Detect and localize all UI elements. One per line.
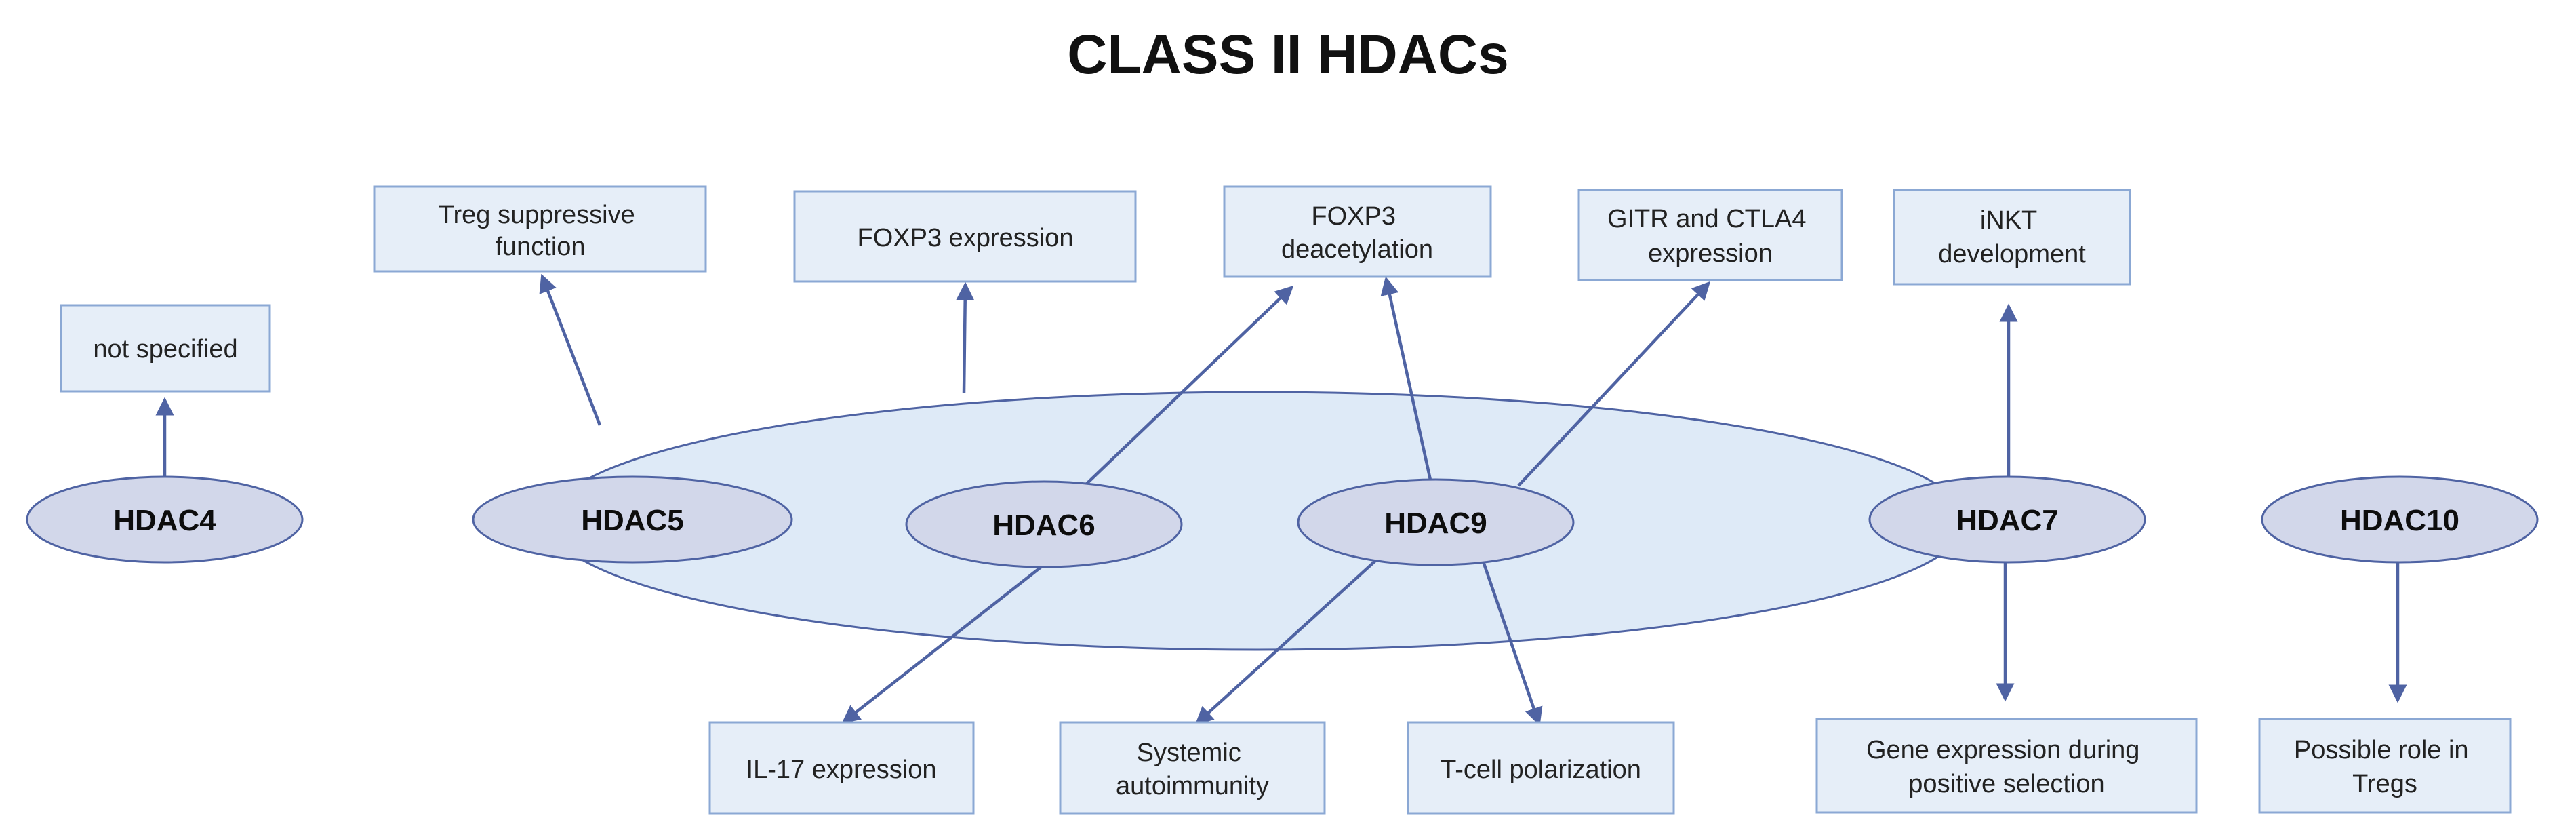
node-hdac4: HDAC4 [26, 475, 304, 564]
box-possible-role: Possible role in Tregs [2258, 718, 2512, 814]
node-hdac7: HDAC7 [1868, 475, 2146, 564]
node-hdac4-label: HDAC4 [113, 504, 216, 537]
edge-hdac6-foxp3-deacetylation [1083, 285, 1294, 487]
box-tcell-polarization-line-1: T-cell polarization [1441, 756, 1641, 784]
svg-text:Treg suppressive functio: Treg suppressive function [439, 201, 643, 261]
svg-text:not specified: not specified [93, 335, 237, 364]
edge-hdac9-systemic-autoimmunity [1194, 558, 1378, 726]
box-inkt-line-1: iNKT [1980, 206, 2037, 235]
box-inkt: iNKT development [1893, 189, 2131, 286]
box-gitr-ctla4: GITR and CTLA4 expression [1577, 189, 1843, 281]
box-treg-suppressive-line-1: Treg suppressive [439, 201, 635, 229]
svg-text:T-cell polarization: T-cell polarization [1441, 756, 1641, 784]
node-hdac6: HDAC6 [905, 480, 1183, 568]
box-inkt-line-2: development [1938, 240, 2086, 269]
box-systemic-autoimmunity: Systemic autoimmunity [1059, 721, 1326, 815]
node-hdac5-label: HDAC5 [581, 504, 684, 537]
edge-group-foxp3-expression [956, 281, 975, 394]
box-systemic-autoimmunity-line-2: autoimmunity [1116, 772, 1269, 800]
box-systemic-autoimmunity-line-1: Systemic [1137, 739, 1241, 767]
box-tcell-polarization: T-cell polarization [1407, 721, 1675, 815]
node-hdac7-label: HDAC7 [1956, 504, 2059, 537]
svg-text:iNKT development: iNKT development [1938, 206, 2086, 269]
box-possible-role-line-1: Possible role in [2294, 736, 2469, 764]
edge-group-treg-suppressive [539, 273, 602, 426]
box-not-specified-line-1: not specified [93, 335, 237, 364]
diagram-title: CLASS II HDACs [1067, 24, 1509, 85]
box-foxp3-deacetylation-line-1: FOXP3 [1311, 202, 1396, 231]
box-possible-role-line-2: Tregs [2352, 770, 2417, 798]
box-treg-suppressive-line-2: function [495, 233, 585, 261]
box-foxp3-expression-line-1: FOXP3 expression [858, 224, 1074, 252]
node-hdac9-label: HDAC9 [1384, 507, 1487, 540]
box-not-specified: not specified [60, 304, 271, 393]
box-gene-expression: Gene expression during positive selectio… [1815, 718, 2198, 814]
box-il17-line-1: IL-17 expression [746, 756, 937, 784]
box-gitr-ctla4-line-2: expression [1648, 239, 1773, 268]
node-hdac10: HDAC10 [2261, 475, 2539, 564]
svg-text:Systemic autoimmunity: Systemic autoimmunity [1116, 739, 1269, 800]
box-gene-expression-line-2: positive selection [1908, 770, 2104, 798]
node-hdac5: HDAC5 [472, 475, 793, 564]
svg-text:Possible role in Tregs: Possible role in Tregs [2294, 736, 2476, 798]
box-gene-expression-line-1: Gene expression during [1866, 736, 2139, 764]
box-foxp3-expression: FOXP3 expression [793, 190, 1137, 283]
edge-hdac9-gitr-ctla4 [1517, 281, 1711, 487]
box-foxp3-deacetylation-line-2: deacetylation [1281, 235, 1433, 264]
box-foxp3-deacetylation: FOXP3 deacetylation [1223, 185, 1492, 278]
node-hdac9: HDAC9 [1297, 478, 1575, 566]
edges [155, 273, 2407, 726]
svg-text:Gene expression during p: Gene expression during positive selectio… [1866, 736, 2147, 798]
edge-hdac9-tcell-polarization [1481, 561, 1543, 726]
edge-hdac6-il17 [841, 565, 1043, 724]
box-il17: IL-17 expression [708, 721, 975, 815]
node-hdac10-label: HDAC10 [2340, 504, 2459, 537]
edge-hdac9-foxp3-deacetylation [1380, 276, 1433, 484]
svg-text:GITR and CTLA4 expressio: GITR and CTLA4 expression [1607, 205, 1813, 268]
svg-text:FOXP3 expression: FOXP3 expression [858, 224, 1074, 252]
box-treg-suppressive: Treg suppressive function [373, 185, 707, 273]
svg-text:FOXP3 deacetylation: FOXP3 deacetylation [1281, 202, 1433, 264]
box-gitr-ctla4-line-1: GITR and CTLA4 [1607, 205, 1807, 233]
svg-text:IL-17 expression: IL-17 expression [746, 756, 937, 784]
node-hdac6-label: HDAC6 [992, 509, 1095, 542]
